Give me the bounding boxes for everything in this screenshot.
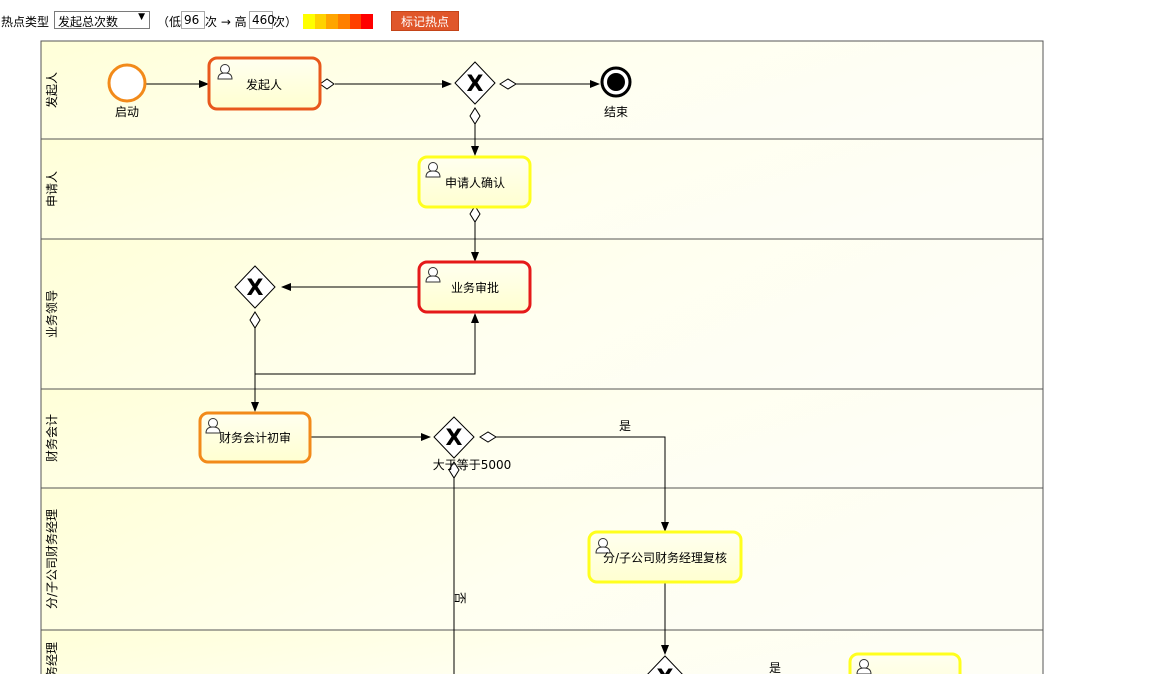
lane-label: 发起人 bbox=[44, 72, 59, 108]
user-icon bbox=[217, 64, 233, 80]
legend-swatch bbox=[314, 14, 327, 29]
task-label: 申请人确认 bbox=[445, 176, 505, 190]
legend-swatch bbox=[361, 14, 374, 29]
lane-initiator bbox=[40, 40, 1044, 140]
x-icon: X bbox=[446, 426, 463, 451]
end-event-core bbox=[607, 73, 625, 91]
low-threshold-input[interactable]: 96 bbox=[181, 11, 205, 29]
exclusive-gateway-4[interactable]: X bbox=[645, 655, 685, 674]
flow-source-marker bbox=[499, 78, 517, 90]
end-event-label: 结束 bbox=[604, 105, 628, 119]
lane-label: 分/子公司财务经理 bbox=[44, 509, 59, 609]
lane-business-leader bbox=[40, 238, 1044, 390]
task-label: 财务会计初审 bbox=[219, 430, 291, 445]
task-label: 发起人 bbox=[246, 77, 282, 92]
mid-text: 次 → 高 bbox=[205, 15, 247, 29]
flow-source-marker bbox=[319, 78, 335, 90]
lane-finance-manager bbox=[40, 487, 1044, 631]
flow-source-marker bbox=[469, 205, 481, 223]
task-applicant-confirm[interactable]: 申请人确认 bbox=[417, 155, 532, 209]
edge-gateway-yes bbox=[496, 436, 669, 532]
task-accounting-review[interactable]: 财务会计初审 bbox=[198, 411, 312, 464]
task-label: 分/子公司财务经理复核 bbox=[603, 550, 727, 565]
flow-source-marker bbox=[469, 107, 481, 125]
heat-color-legend bbox=[303, 14, 374, 29]
legend-swatch bbox=[303, 14, 315, 29]
flow-source-marker bbox=[249, 311, 261, 329]
hot-type-label: 热点类型 bbox=[1, 15, 50, 29]
flow-source-marker bbox=[479, 431, 497, 443]
close-text: 次） bbox=[273, 15, 298, 29]
task-initiator[interactable]: 发起人 bbox=[207, 56, 322, 111]
user-icon bbox=[856, 659, 872, 674]
exclusive-gateway-2[interactable]: X bbox=[234, 265, 276, 309]
lane-label: 财务会计 bbox=[44, 414, 59, 462]
high-threshold-input[interactable]: 460 bbox=[249, 11, 275, 29]
hot-type-select-value: 发起总次数 bbox=[58, 15, 119, 29]
chevron-down-icon: ▼ bbox=[138, 12, 145, 22]
edge-label-no: 否 bbox=[453, 592, 467, 604]
gateway-amount-label: 大于等于5000 bbox=[433, 458, 512, 472]
user-icon bbox=[425, 162, 441, 178]
task-finance-manager-review[interactable]: 分/子公司财务经理复核 bbox=[587, 530, 743, 584]
task-partial[interactable] bbox=[848, 652, 962, 674]
edges bbox=[146, 80, 669, 674]
task-label: 业务审批 bbox=[451, 280, 499, 295]
low-prefix: （低 bbox=[157, 15, 182, 29]
legend-swatch bbox=[326, 14, 339, 29]
lanes bbox=[40, 40, 1044, 674]
start-event[interactable] bbox=[107, 63, 147, 103]
flow-source-marker bbox=[448, 461, 460, 479]
lane-label: 业务领导 bbox=[44, 290, 59, 338]
lane-label: 务经理 bbox=[44, 642, 59, 674]
edge-label-yes: 是 bbox=[619, 419, 631, 433]
user-icon bbox=[595, 538, 611, 554]
edge-label-yes: 是 bbox=[769, 661, 781, 674]
user-icon bbox=[205, 418, 221, 434]
mark-hotspot-button[interactable]: 标记热点 bbox=[391, 11, 459, 31]
legend-swatch bbox=[349, 14, 362, 29]
hot-type-select[interactable]: 发起总次数 ▼ bbox=[54, 11, 150, 29]
x-icon: X bbox=[247, 276, 264, 301]
exclusive-gateway-1[interactable]: X bbox=[454, 61, 496, 105]
legend-swatch bbox=[338, 14, 350, 29]
user-icon bbox=[425, 267, 441, 283]
x-icon: X bbox=[467, 72, 484, 97]
heatmap-toolbar: 热点类型 发起总次数 ▼ （低 96 次 → 高 460 次） 标记热点 bbox=[0, 9, 1168, 33]
lane-label: 申请人 bbox=[45, 171, 59, 207]
lane-applicant bbox=[40, 138, 1044, 240]
exclusive-gateway-3[interactable]: X bbox=[433, 416, 475, 459]
task-business-approval[interactable]: 业务审批 bbox=[417, 260, 532, 314]
source-markers bbox=[249, 78, 517, 479]
lane-accounting bbox=[40, 388, 1044, 489]
start-event-label: 启动 bbox=[115, 105, 139, 119]
x-icon: X bbox=[657, 666, 674, 674]
